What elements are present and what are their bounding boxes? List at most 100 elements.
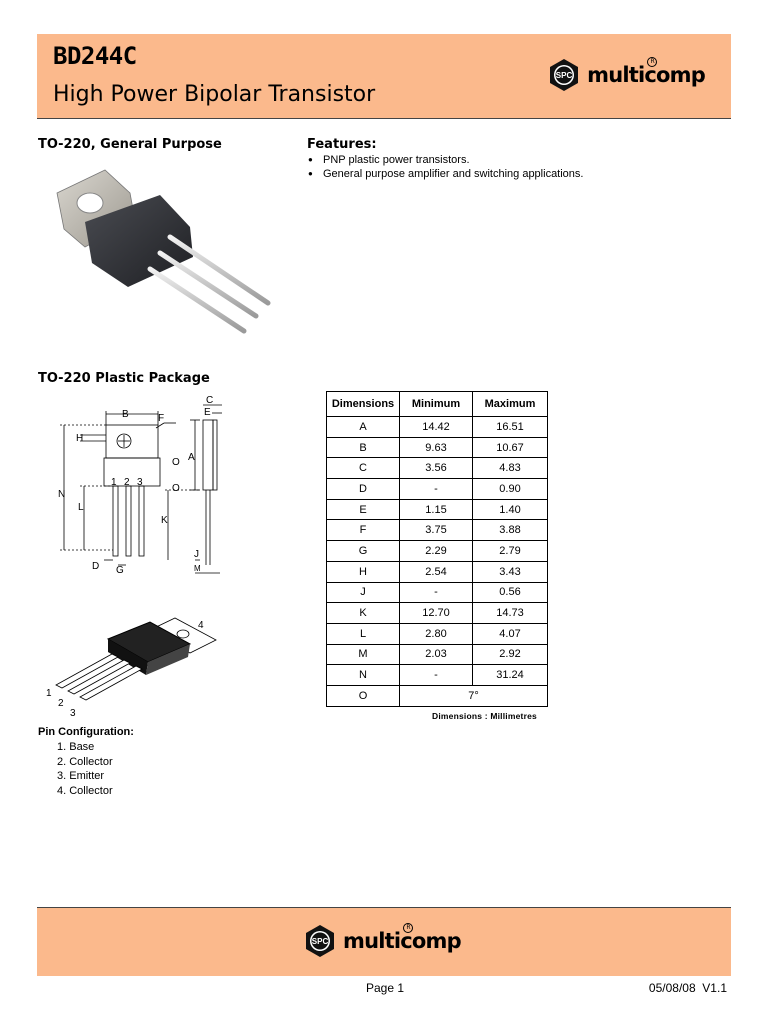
dim-label: E xyxy=(204,407,211,418)
badge-text: SPC xyxy=(312,937,329,946)
dim-label: A xyxy=(188,452,195,463)
registered-mark-icon: R xyxy=(403,923,413,933)
pin-number-label: 2 xyxy=(124,477,130,488)
dim-label: J xyxy=(194,549,199,560)
table-cell: 10.67 xyxy=(472,436,548,459)
table-cell: 2.92 xyxy=(472,643,548,666)
dim-label: O xyxy=(172,483,180,494)
table-cell: D xyxy=(326,478,400,500)
table-cell: 2.29 xyxy=(399,540,473,562)
table-cell: K xyxy=(326,602,400,624)
page-number: Page 1 xyxy=(366,981,405,995)
table-cell: 2.79 xyxy=(472,540,548,562)
dim-label: L xyxy=(78,502,84,513)
spc-badge-icon: SPC xyxy=(550,59,579,91)
pin-number-label: 3 xyxy=(137,477,143,488)
package-3d-drawing: 1 2 3 4 xyxy=(46,617,217,719)
date-version: 05/08/08 V1.1 xyxy=(648,981,727,995)
table-cell: C xyxy=(326,457,400,480)
table-cell: 3.43 xyxy=(472,560,548,583)
part-description: High Power Bipolar Transistor xyxy=(53,82,376,107)
table-cell: 16.51 xyxy=(472,416,548,438)
part-number: BD244C xyxy=(53,42,137,70)
table-cell: 31.24 xyxy=(472,664,548,686)
pin-config-list: 1. Base 2. Collector 3. Emitter 4. Colle… xyxy=(57,740,113,798)
table-cell: 2.03 xyxy=(399,643,473,666)
dim-label: D xyxy=(92,561,99,572)
table-cell: 2.54 xyxy=(399,560,473,583)
table-cell: M xyxy=(326,643,400,666)
units-note: Dimensions : Millimetres xyxy=(432,711,537,721)
pin-label: 4 xyxy=(198,620,204,631)
table-cell: 4.07 xyxy=(472,622,548,645)
transistor-photo xyxy=(56,169,271,334)
dim-label: G xyxy=(116,565,124,576)
pin-config-item: 2. Collector xyxy=(57,755,113,768)
dim-label: M xyxy=(194,564,201,573)
features-list: PNP plastic power transistors. General p… xyxy=(307,153,583,181)
table-cell: 7° xyxy=(399,684,548,707)
table-header-row: Dimensions Minimum Maximum xyxy=(326,391,548,417)
table-cell: 14.42 xyxy=(399,416,473,438)
table-cell: G xyxy=(326,540,400,562)
table-cell: 14.73 xyxy=(472,602,548,624)
table-cell: 1.15 xyxy=(399,498,473,521)
pin-config-item: 3. Emitter xyxy=(57,770,105,782)
pin-label: 1 xyxy=(46,688,52,699)
table-cell: O xyxy=(326,684,400,707)
table-cell: 4.83 xyxy=(472,457,548,480)
table-cell: - xyxy=(399,581,473,604)
feature-item: General purpose amplifier and switching … xyxy=(307,167,583,181)
table-cell: 3.56 xyxy=(399,457,473,480)
pin-label: 2 xyxy=(58,698,64,709)
package-general-title: TO-220, General Purpose xyxy=(38,137,222,152)
dim-label: K xyxy=(161,515,168,526)
features-title: Features: xyxy=(307,137,377,152)
column-header: Maximum xyxy=(472,391,548,417)
header-band: BD244C High Power Bipolar Transistor SPC… xyxy=(37,34,731,119)
pin-number-label: 1 xyxy=(111,477,117,488)
registered-mark-icon: R xyxy=(647,57,658,67)
table-cell: 0.90 xyxy=(472,478,548,500)
table-row: N-31.24 xyxy=(326,664,548,686)
column-header: Minimum xyxy=(399,391,473,417)
table-cell: N xyxy=(326,664,400,686)
pin-config-item: 4. Collector xyxy=(57,784,113,797)
brand-text: multicomp xyxy=(343,929,462,953)
table-cell: - xyxy=(399,664,473,686)
table-cell: A xyxy=(326,416,400,438)
package-outline-drawing: B C D E F G H J K L M N O O A 1 2 3 xyxy=(58,395,222,576)
table-row: D-0.90 xyxy=(326,478,548,500)
dim-label: N xyxy=(58,489,65,500)
table-cell: E xyxy=(326,498,400,521)
brand-text: multicomp xyxy=(587,63,706,87)
dim-label: H xyxy=(76,433,83,444)
feature-item: PNP plastic power transistors. xyxy=(307,153,583,167)
badge-text: SPC xyxy=(556,71,573,80)
package-plastic-title: TO-220 Plastic Package xyxy=(38,371,210,386)
table-cell: L xyxy=(326,622,400,645)
table-cell: 3.75 xyxy=(399,519,473,542)
table-cell: 0.56 xyxy=(472,581,548,604)
table-cell: 2.80 xyxy=(399,622,473,645)
table-row: J-0.56 xyxy=(326,581,548,604)
pin-config-title: Pin Configuration: xyxy=(38,726,134,738)
dim-label: C xyxy=(206,395,213,406)
table-cell: H xyxy=(326,560,400,583)
